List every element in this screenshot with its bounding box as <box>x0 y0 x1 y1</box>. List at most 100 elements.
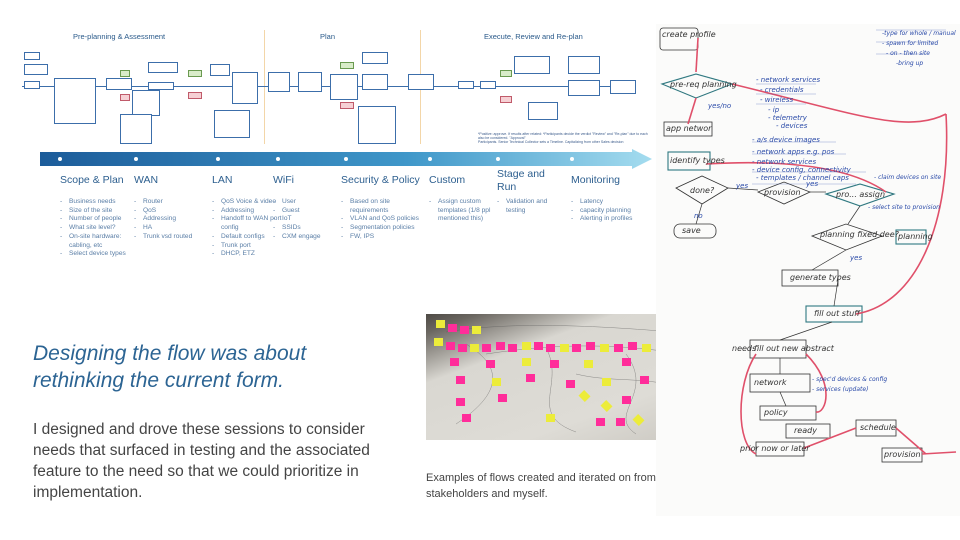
sticky-note <box>434 338 443 346</box>
list-item: Guest <box>273 207 339 216</box>
flow-box <box>148 82 174 90</box>
sticky-note <box>472 326 481 334</box>
sticky-note <box>584 360 593 368</box>
category-title-lan: LAN <box>212 174 233 186</box>
sticky-note <box>614 344 623 352</box>
list-item: Select device types <box>60 250 132 259</box>
sticky-note <box>498 394 507 402</box>
diagram-footnote: Participants. Senior Technical Collector… <box>478 140 624 144</box>
flow-decision-no <box>500 96 512 103</box>
sticky-note <box>640 376 649 384</box>
sketch-label: fill out stuff <box>814 309 860 318</box>
sketch-label: ready <box>794 426 817 435</box>
sketch-annotation: - network services <box>756 76 821 84</box>
sticky-note <box>492 378 501 386</box>
list-item: QoS <box>134 207 206 216</box>
category-title-stage-run: Stage and Run <box>497 168 545 193</box>
list-item: Trunk vsd routed <box>134 233 206 242</box>
flow-box <box>214 110 250 138</box>
sticky-note <box>642 344 651 352</box>
sketch-annotation: - network services <box>752 158 817 166</box>
sticky-note <box>550 360 559 368</box>
sketch-label: pre-req planning <box>670 80 737 89</box>
flow-box <box>132 90 160 116</box>
sticky-note <box>496 342 505 350</box>
list-item: HA <box>134 224 206 233</box>
sketch-label: prior now or later <box>740 444 810 453</box>
phase-label-execute: Execute, Review and Re-plan <box>484 32 583 41</box>
flow-box <box>568 80 600 96</box>
category-list-custom: Assign custom templates (1/8 ppl mention… <box>429 198 495 224</box>
sticky-note <box>448 324 457 332</box>
category-title-monitoring: Monitoring <box>571 174 621 186</box>
sticky-note <box>572 344 581 352</box>
sketch-label: done? <box>690 186 715 195</box>
sketch-label: yes <box>806 180 819 188</box>
sticky-note <box>628 342 637 350</box>
flow-box <box>298 72 322 92</box>
list-item: CXM engage <box>273 233 339 242</box>
flow-box <box>458 81 474 89</box>
list-item: SSIDs <box>273 224 339 233</box>
list-item: Segmentation policies <box>341 224 425 233</box>
category-list-security-policy: Based on site requirements VLAN and QoS … <box>341 198 425 242</box>
sticky-note <box>456 376 465 384</box>
flow-decision-no <box>188 92 202 99</box>
sticky-note <box>482 344 491 352</box>
sketch-annotation: - network apps e.g. pos <box>752 148 835 156</box>
sticky-note <box>446 342 455 350</box>
category-title-custom: Custom <box>429 174 466 186</box>
flow-decision-yes <box>120 70 130 77</box>
sketch-annotation: - ip <box>768 106 780 114</box>
flow-box <box>408 74 434 90</box>
flow-box <box>528 102 558 120</box>
sketch-annotation: -bring up <box>896 60 924 67</box>
list-item: Trunk port <box>212 242 284 251</box>
sketch-label: app networ <box>666 124 712 133</box>
flow-box <box>514 56 550 74</box>
sketch-annotation: -type for whole / manual <box>882 30 956 37</box>
category-list-scope-plan: Business needs Size of the site Number o… <box>60 198 132 259</box>
sticky-note <box>596 418 605 426</box>
flow-box <box>480 81 496 89</box>
sticky-note <box>436 320 445 328</box>
sticky-note <box>522 358 531 366</box>
category-title-scope-plan: Scope & Plan <box>60 174 124 186</box>
sketch-label: yes <box>850 254 863 262</box>
list-item: FW, IPS <box>341 233 425 242</box>
sticky-note <box>600 344 609 352</box>
flow-decision-no <box>120 94 130 101</box>
phase-label-plan: Plan <box>320 32 336 41</box>
flow-connector <box>22 86 632 87</box>
list-item: On-site hardware: cabling, etc <box>60 233 132 250</box>
category-title-wifi: WiFi <box>273 174 294 186</box>
flow-box <box>120 114 152 144</box>
flow-box <box>568 56 600 74</box>
list-item: Latency <box>571 198 653 207</box>
sketch-annotation: - a/s device images <box>752 136 820 144</box>
flow-box <box>268 72 290 92</box>
sketch-label: planning <box>898 232 933 241</box>
sketch-label: create profile <box>662 30 716 39</box>
list-item: Addressing <box>212 207 284 216</box>
sketch-annotation: - spawn for limited <box>882 40 939 47</box>
sketch-label: schedule <box>860 423 896 432</box>
category-list-wan: Router QoS Addressing HA Trunk vsd route… <box>134 198 206 242</box>
sticky-note <box>586 342 595 350</box>
sketch-annotation: - telemetry <box>768 114 807 122</box>
sketch-label: policy <box>764 408 788 417</box>
list-item: QoS Voice & video <box>212 198 284 207</box>
category-title-wan: WAN <box>134 174 159 186</box>
list-item: Based on site requirements <box>341 198 425 215</box>
flow-box <box>106 78 132 90</box>
flow-box <box>330 74 358 100</box>
timeline-arrow <box>40 149 652 169</box>
sketch-annotation: - services (update) <box>812 386 869 393</box>
category-list-lan: QoS Voice & video Addressing Handoff to … <box>212 198 284 259</box>
sketch-label: fill out new abstract <box>754 344 834 353</box>
flow-decision-yes <box>500 70 512 77</box>
flow-box <box>148 62 178 73</box>
phase-divider <box>264 30 265 144</box>
sticky-note <box>456 398 465 406</box>
sketch-annotation: - devices <box>776 122 808 130</box>
